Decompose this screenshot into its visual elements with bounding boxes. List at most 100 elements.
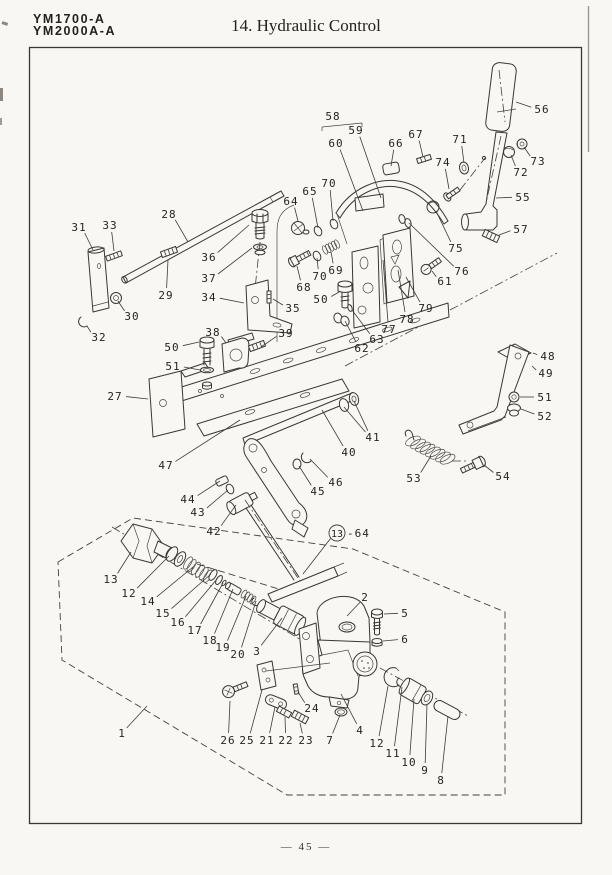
svg-text:5: 5 <box>401 607 409 620</box>
part-pin-67 <box>416 153 432 165</box>
svg-text:33: 33 <box>102 219 117 232</box>
part-wing-knob-64 <box>291 221 310 235</box>
callout-70: 70 <box>312 257 327 283</box>
part-ring-16 <box>215 575 223 585</box>
part-cap-nut-72 <box>503 146 515 158</box>
svg-text:50: 50 <box>313 293 328 306</box>
svg-text:57: 57 <box>513 223 528 236</box>
callout-32: 32 <box>86 325 106 344</box>
part-washer-43 <box>225 483 235 495</box>
part-bracket-27 <box>148 362 210 438</box>
callout-12: 12 <box>121 555 170 600</box>
part-washers-41 <box>338 392 360 412</box>
callout-38: 38 <box>205 326 227 344</box>
callout-68: 68 <box>296 265 311 294</box>
callout-49: 49 <box>531 365 553 380</box>
callout-14: 14 <box>140 566 194 608</box>
part-oring-7 <box>334 707 348 717</box>
svg-text:8: 8 <box>437 774 445 787</box>
svg-text:38: 38 <box>205 326 220 339</box>
svg-text:16: 16 <box>170 616 185 629</box>
part-washer-70a <box>329 218 339 230</box>
part-washer-51b <box>508 391 520 403</box>
svg-text:53: 53 <box>406 472 421 485</box>
svg-text:12: 12 <box>121 587 136 600</box>
svg-text:48: 48 <box>540 350 555 363</box>
callout-7: 7 <box>326 714 341 747</box>
callout-27: 27 <box>107 390 149 403</box>
part-pin-17 <box>221 579 227 587</box>
part-clevis-38 <box>221 332 255 373</box>
callout-20: 20 <box>230 600 257 661</box>
callout-13: 13-64 <box>302 524 370 575</box>
callout-66: 66 <box>388 137 403 167</box>
callout-21: 21 <box>259 706 276 747</box>
svg-text:22: 22 <box>278 734 293 747</box>
svg-text:66: 66 <box>388 137 403 150</box>
callout-16: 16 <box>170 578 218 629</box>
part-fitting-10 <box>398 677 427 705</box>
callout-50: 50 <box>164 341 200 354</box>
svg-text:52: 52 <box>537 410 552 423</box>
part-washers-76 <box>398 214 412 228</box>
callout-4: 4 <box>340 693 363 737</box>
callout-10: 10 <box>401 698 416 769</box>
svg-text:1: 1 <box>118 727 126 740</box>
callout-40: 40 <box>321 409 356 459</box>
part-washer-71 <box>458 161 470 175</box>
svg-text:27: 27 <box>107 390 122 403</box>
model-codes: YM1700-A YM2000A-A <box>33 13 116 38</box>
callout-3: 3 <box>253 617 283 658</box>
part-pushrod <box>244 499 348 603</box>
part-pin-22 <box>275 705 293 719</box>
svg-text:51: 51 <box>165 360 180 373</box>
svg-text:-64: -64 <box>347 527 370 540</box>
page-title: 14. Hydraulic Control <box>231 16 381 35</box>
svg-text:43: 43 <box>190 506 205 519</box>
callout-51: 51 <box>520 391 552 404</box>
part-snap-ring-12b <box>383 667 400 688</box>
callout-45: 45 <box>298 465 325 498</box>
part-bellcrank <box>243 438 309 538</box>
svg-text:63: 63 <box>369 333 384 346</box>
part-pin-63 <box>347 304 353 312</box>
svg-text:60: 60 <box>328 137 343 150</box>
callout-61: 61 <box>431 270 452 288</box>
callout-53: 53 <box>406 455 432 485</box>
callout-22: 22 <box>278 716 293 747</box>
callout-64: 64 <box>283 195 299 222</box>
callout-54: 54 <box>483 464 510 483</box>
svg-text:76: 76 <box>454 265 469 278</box>
svg-text:56: 56 <box>534 103 549 116</box>
callout-5: 5 <box>383 607 409 620</box>
part-block-66 <box>382 161 400 176</box>
svg-text:36: 36 <box>201 251 216 264</box>
svg-text:77: 77 <box>381 323 396 336</box>
svg-text:62: 62 <box>354 342 369 355</box>
callout-34: 34 <box>201 291 245 304</box>
callout-75: 75 <box>435 210 463 255</box>
part-pin-31 <box>87 246 110 313</box>
svg-text:14: 14 <box>140 595 155 608</box>
callout-57: 57 <box>498 223 528 236</box>
diagram-frame <box>28 46 583 825</box>
callout-76: 76 <box>408 222 469 278</box>
svg-text:25: 25 <box>239 734 254 747</box>
callout-33: 33 <box>102 219 117 252</box>
svg-text:45: 45 <box>310 485 325 498</box>
part-link-42 <box>226 491 258 516</box>
svg-text:75: 75 <box>448 242 463 255</box>
part-clip-46 <box>300 452 312 464</box>
callout-69: 69 <box>328 251 343 277</box>
svg-text:79: 79 <box>418 302 433 315</box>
svg-text:64: 64 <box>283 195 298 208</box>
svg-text:24: 24 <box>304 702 319 715</box>
callout-25: 25 <box>239 689 263 747</box>
svg-text:32: 32 <box>91 331 106 344</box>
part-bolt-5 <box>371 608 383 636</box>
svg-text:65: 65 <box>302 185 317 198</box>
svg-text:26: 26 <box>220 734 235 747</box>
part-bracket-49 <box>458 344 530 435</box>
scan-artifacts <box>0 6 590 152</box>
